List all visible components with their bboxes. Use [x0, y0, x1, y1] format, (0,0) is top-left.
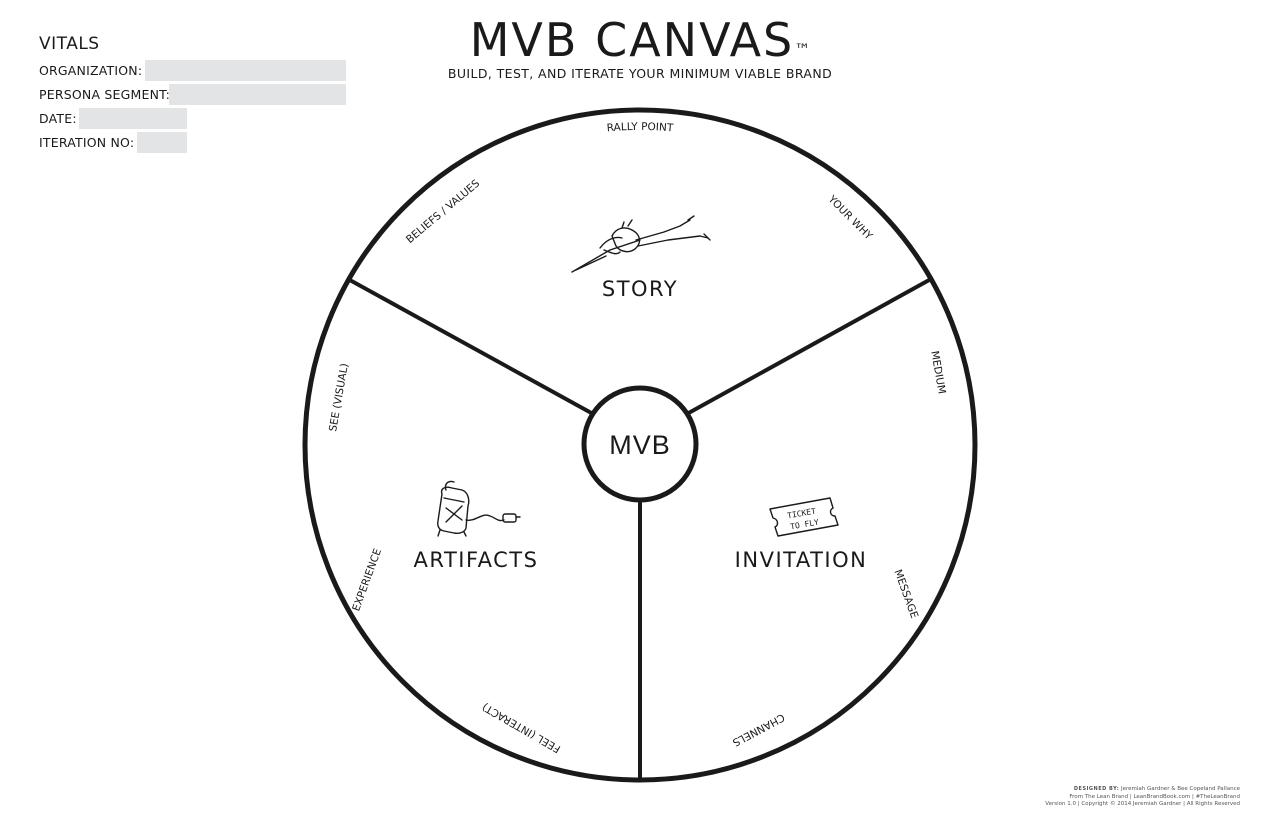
- story-title: STORY: [602, 277, 678, 301]
- footer-designed-by: DESIGNED BY: Jeremiah Gardner & Bee Cope…: [920, 786, 1240, 794]
- organization-field[interactable]: [145, 60, 346, 81]
- vitals-title: VITALS: [39, 34, 100, 54]
- experience-label: EXPERIENCE: [350, 547, 384, 613]
- center-circle: [581, 385, 699, 503]
- date-label: DATE:: [39, 111, 77, 126]
- invitation-title: INVITATION: [735, 548, 868, 572]
- page-title-text: MVB CANVAS: [469, 13, 795, 67]
- message-label: MESSAGE: [891, 568, 920, 620]
- see-visual-label: SEE (VISUAL): [327, 362, 351, 432]
- vital-row-organization: ORGANIZATION:: [39, 60, 346, 84]
- medium-label: MEDIUM: [928, 350, 947, 395]
- footer-from-line: From The Lean Brand | LeanBrandBook.com …: [1069, 793, 1240, 800]
- rally-point-text: RALLY POINT: [606, 121, 674, 135]
- iteration-no-field[interactable]: [137, 132, 187, 153]
- designers-names: Jeremiah Gardner & Bee Copeland Pallance: [1121, 786, 1240, 792]
- page-title: MVB CANVAS™: [390, 14, 890, 66]
- vital-row-persona-segment: PERSONA SEGMENT:: [39, 84, 346, 108]
- designed-by-label: DESIGNED BY:: [1073, 786, 1120, 792]
- vital-row-date: DATE:: [39, 108, 187, 132]
- footer-version-line: Version 1.0 | Copyright © 2014 Jeremiah …: [1045, 801, 1240, 807]
- center-label: MVB: [609, 430, 671, 460]
- ticket-icon: TICKET TO FLY: [769, 497, 839, 537]
- persona-segment-label: PERSONA SEGMENT:: [39, 87, 170, 102]
- date-field[interactable]: [79, 108, 187, 129]
- flying-hero-icon: [571, 215, 711, 273]
- trademark-symbol: ™: [794, 40, 811, 59]
- backpack-icon: [437, 480, 521, 537]
- rally-point-label: RALLY POINT: [606, 121, 674, 135]
- beliefs-values-label: BELIEFS / VALUES: [404, 177, 483, 246]
- divider-right: [684, 277, 932, 417]
- page-subtitle: BUILD, TEST, AND ITERATE YOUR MINIMUM VI…: [447, 66, 833, 81]
- channels-label: CHANNELS: [730, 711, 786, 749]
- divider-left: [347, 277, 596, 417]
- header: MVB CANVAS™ BUILD, TEST, AND ITERATE YOU…: [390, 14, 890, 81]
- footer-credits: DESIGNED BY: Jeremiah Gardner & Bee Cope…: [920, 786, 1240, 809]
- organization-label: ORGANIZATION:: [39, 63, 143, 78]
- iteration-no-label: ITERATION NO:: [39, 135, 135, 150]
- persona-segment-field[interactable]: [169, 84, 346, 105]
- vitals-panel: VITALS ORGANIZATION: PERSONA SEGMENT: DA…: [39, 34, 346, 156]
- artifacts-title: ARTIFACTS: [414, 548, 539, 572]
- vital-row-iteration-no: ITERATION NO:: [39, 132, 187, 156]
